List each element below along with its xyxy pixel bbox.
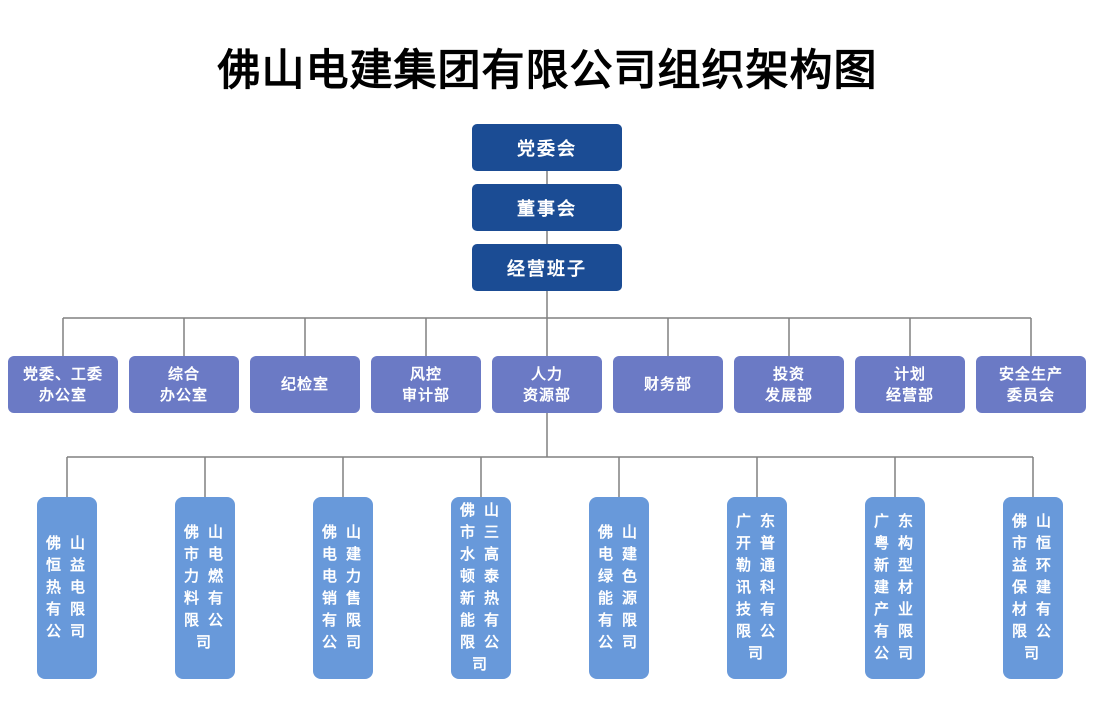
org-node-subsidiary-kepler-communication: 广东开普勒通讯科技有限公司 <box>727 497 787 679</box>
subsidiary-label: 佛山电建电力销售有限公司 <box>322 524 371 651</box>
chart-title: 佛山电建集团有限公司组织架构图 <box>217 47 878 95</box>
org-node-subsidiary-yuegou-building-materials: 广东粤构新型建材产业有限公司 <box>865 497 925 679</box>
org-node-subsidiary-power-fuel: 佛山市电力燃料有限公司 <box>175 497 235 679</box>
subsidiary-label: 佛山电建绿色能源有限公司 <box>598 524 647 651</box>
org-node-safety-production-committee: 安全生产 委员会 <box>976 356 1086 413</box>
org-node-subsidiary-power-sales: 佛山电建电力销售有限公司 <box>313 497 373 679</box>
org-node-subsidiary-sanshui-thermal-energy: 佛山市三水高顿泰新热能有限公司 <box>451 497 511 679</box>
subsidiary-label: 广东开普勒通讯科技有限公司 <box>736 513 785 662</box>
org-node-party-work-committee-office: 党委、工委 办公室 <box>8 356 118 413</box>
org-node-human-resources-dept: 人力 资源部 <box>492 356 602 413</box>
org-node-finance-dept: 财务部 <box>613 356 723 413</box>
subsidiary-label: 佛山市恒益环保建材有限公司 <box>1012 513 1061 662</box>
subsidiary-label: 广东粤构新型建材产业有限公司 <box>874 513 923 662</box>
org-node-planning-operation-dept: 计划 经营部 <box>855 356 965 413</box>
org-node-management-team: 经营班子 <box>472 244 622 291</box>
org-node-subsidiary-hengyi-eco-materials: 佛山市恒益环保建材有限公司 <box>1003 497 1063 679</box>
org-node-discipline-inspection-office: 纪检室 <box>250 356 360 413</box>
subsidiary-label: 佛山市电力燃料有限公司 <box>184 524 233 651</box>
org-node-board-of-directors: 董事会 <box>472 184 622 231</box>
org-node-general-office: 综合 办公室 <box>129 356 239 413</box>
org-node-risk-audit-dept: 风控 审计部 <box>371 356 481 413</box>
subsidiary-label: 佛山恒益热电有限公司 <box>46 535 95 640</box>
org-node-subsidiary-hengyi-thermal-power: 佛山恒益热电有限公司 <box>37 497 97 679</box>
org-node-investment-development-dept: 投资 发展部 <box>734 356 844 413</box>
org-node-subsidiary-green-energy: 佛山电建绿色能源有限公司 <box>589 497 649 679</box>
subsidiary-label: 佛山市三水高顿泰新热能有限公司 <box>460 502 509 673</box>
org-node-party-committee: 党委会 <box>472 124 622 171</box>
